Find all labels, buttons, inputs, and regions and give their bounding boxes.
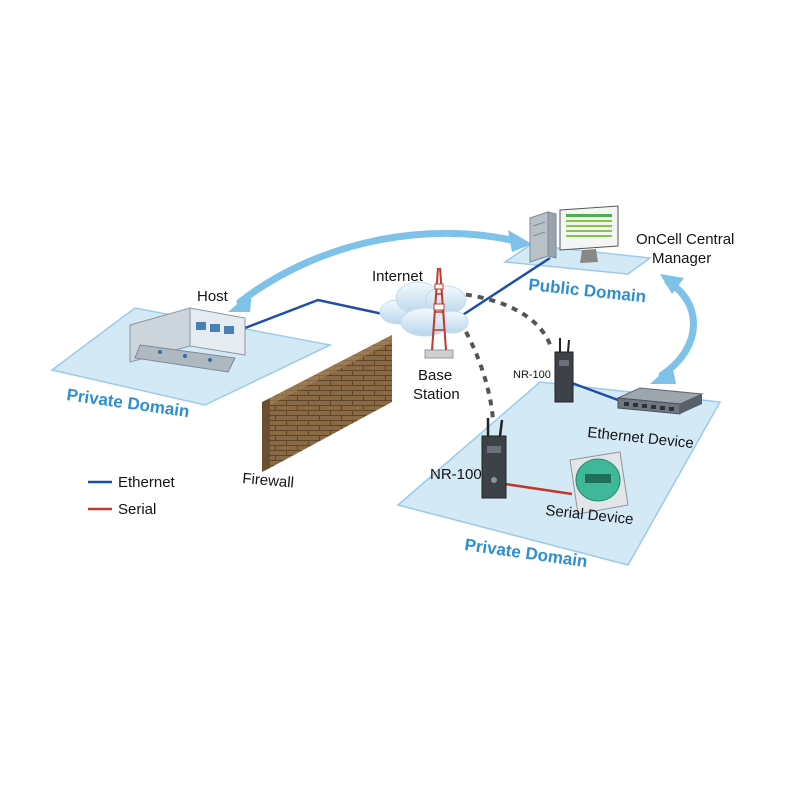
host-label: Host [197, 288, 229, 305]
arrowhead-public [508, 230, 532, 252]
ethernet-switch-icon [616, 387, 704, 415]
public-domain-label: Public Domain [528, 275, 647, 306]
firewall-wall [262, 335, 392, 472]
legend: Ethernet Serial [88, 474, 176, 518]
public-domain-platform [502, 244, 653, 275]
nr100-lower-device-icon [481, 418, 507, 499]
private-domain-right-platform [396, 381, 722, 566]
ethernet-nr100-to-switch [571, 381, 619, 402]
central-manager-server-icon [529, 205, 619, 263]
nr100-lower-label: NR-100 [430, 466, 482, 483]
internet-label: Internet [372, 268, 424, 285]
legend-serial-label: Serial [118, 501, 156, 518]
nr100-upper-label: NR-100 [513, 369, 551, 381]
ethernet-host-to-cloud [244, 298, 393, 330]
host-workstation-icon [129, 307, 246, 373]
firewall-label: Firewall [242, 470, 295, 491]
arrowhead-public-right [660, 274, 684, 294]
base-station-label-line2: Station [413, 386, 460, 403]
serial-nr100-to-device [504, 482, 573, 496]
arrowhead-host [228, 291, 252, 312]
oncell-central-manager-label-line2: Manager [652, 250, 711, 267]
serial-device-icon [569, 451, 629, 515]
nr100-upper-device-icon [554, 338, 574, 403]
base-station-tower-icon [424, 267, 454, 359]
base-station-label-line1: Base [418, 367, 452, 384]
ethernet-cloud-to-server [454, 256, 551, 322]
arrow-public-to-private [658, 278, 697, 379]
oncell-central-manager-label-line1: OnCell Central [636, 231, 734, 248]
legend-ethernet-label: Ethernet [118, 474, 176, 491]
internet-cloud [379, 281, 469, 337]
arrow-public-to-host [236, 229, 524, 306]
arrowhead-private-right [650, 364, 676, 384]
